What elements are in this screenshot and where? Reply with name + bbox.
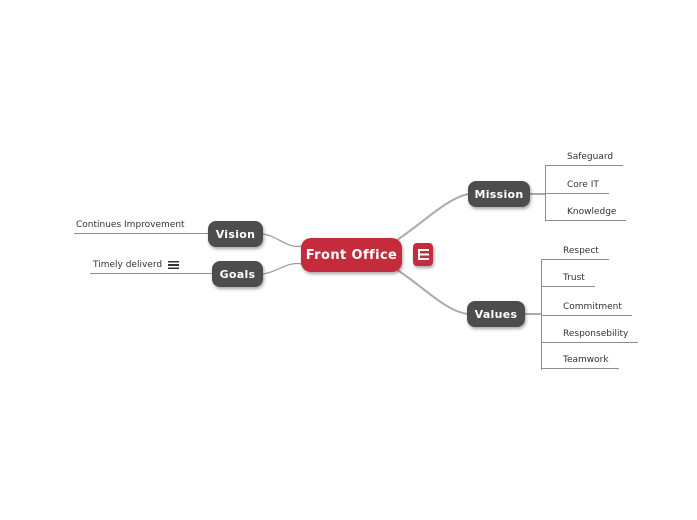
root-node-front-office[interactable]: Front Office	[301, 238, 402, 272]
child-label-continues-improvement[interactable]: Continues Improvement	[74, 219, 208, 234]
hamburger-icon[interactable]	[168, 261, 180, 269]
node-mission[interactable]: Mission	[468, 181, 530, 207]
root-menu-button[interactable]	[413, 243, 433, 266]
node-goals[interactable]: Goals	[212, 261, 263, 287]
child-label-responsebility[interactable]: Responsebility	[541, 328, 639, 343]
node-vision[interactable]: Vision	[208, 221, 263, 247]
child-label-safeguard[interactable]: Safeguard	[545, 151, 624, 166]
child-label-commitment[interactable]: Commitment	[541, 301, 632, 316]
child-label-trust[interactable]: Trust	[541, 272, 595, 287]
node-values[interactable]: Values	[467, 301, 525, 327]
child-label-core-it[interactable]: Core IT	[545, 179, 609, 194]
list-icon	[417, 249, 429, 260]
child-label-teamwork[interactable]: Teamwork	[541, 354, 619, 369]
child-label-respect[interactable]: Respect	[541, 245, 609, 260]
child-item-timely-deliverd[interactable]: Timely deliverd	[90, 259, 212, 274]
child-label-timely-deliverd: Timely deliverd	[93, 260, 163, 270]
child-label-knowledge[interactable]: Knowledge	[545, 206, 627, 221]
